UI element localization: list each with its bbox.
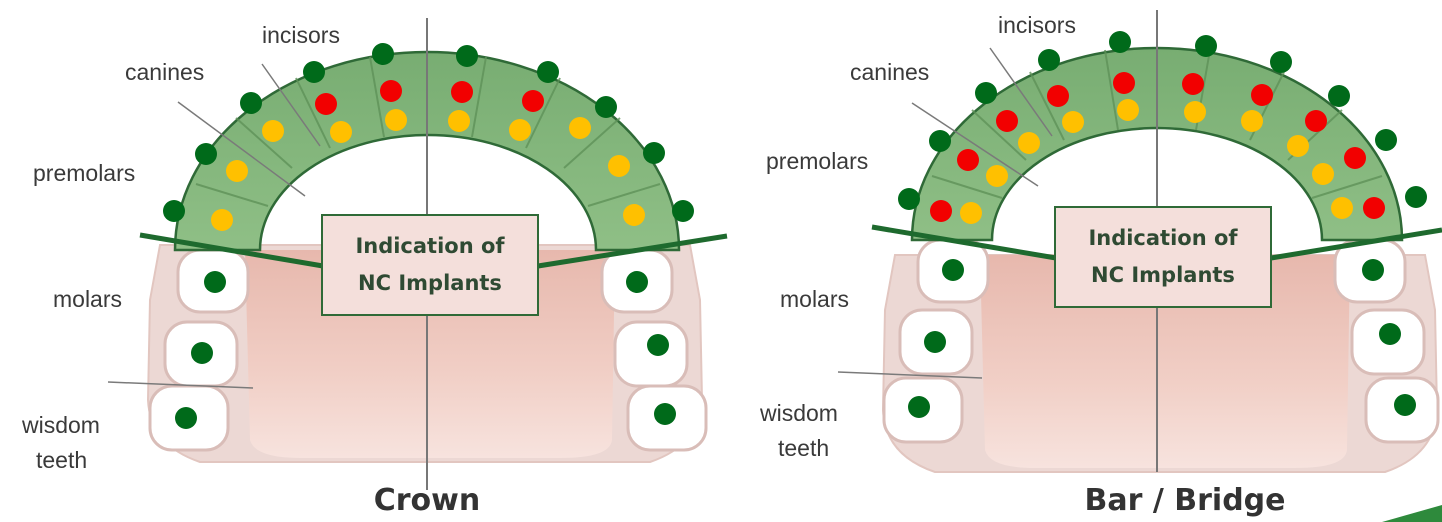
red-dot [315,93,337,115]
natural-tooth-dot [924,331,946,353]
natural-tooth-dot [163,200,185,222]
natural-tooth-dot [898,188,920,210]
nc-implants-box-line1: Indication of [355,234,505,258]
natural-tooth-dot [204,271,226,293]
natural-tooth-dot [626,271,648,293]
red-dot [930,200,952,222]
yellow-dot [262,120,284,142]
red-dot [1113,72,1135,94]
natural-tooth-dot [908,396,930,418]
yellow-dot [960,202,982,224]
yellow-dot [1062,111,1084,133]
yellow-dot [1331,197,1353,219]
yellow-dot [1312,163,1334,185]
natural-tooth-dot [1270,51,1292,73]
natural-tooth-dot [1362,259,1384,281]
yellow-dot [1184,101,1206,123]
yellow-dot [1018,132,1040,154]
red-dot [1182,73,1204,95]
natural-tooth-dot [1109,31,1131,53]
red-dot [1363,197,1385,219]
red-dot [1047,85,1069,107]
label-wisdom-teeth-line2: teeth [778,435,829,461]
nc-implants-box-line2: NC Implants [1091,263,1235,287]
label-wisdom-teeth-line2: teeth [36,447,87,473]
corner-arrow-icon [1382,505,1442,522]
natural-tooth-dot [1394,394,1416,416]
label-premolars: premolars [766,148,868,174]
caption-bar-bridge: Bar / Bridge [1085,483,1286,518]
natural-tooth-dot [195,143,217,165]
yellow-dot [1117,99,1139,121]
label-wisdom-teeth-line1: wisdom [759,400,838,426]
natural-tooth-dot [1379,323,1401,345]
yellow-dot [1287,135,1309,157]
crown-diagram: Indication of NC Implants incisors canin… [21,18,727,518]
label-incisors: incisors [262,22,340,48]
label-canines: canines [125,59,204,85]
yellow-dot [986,165,1008,187]
natural-tooth-dot [975,82,997,104]
natural-tooth-dot [1328,85,1350,107]
nc-implants-box [322,215,538,315]
natural-tooth-dot [175,407,197,429]
nc-implants-box-line1: Indication of [1088,226,1238,250]
natural-tooth-dot [1195,35,1217,57]
natural-tooth-dot [647,334,669,356]
yellow-dot [330,121,352,143]
red-dot [996,110,1018,132]
label-molars: molars [53,286,122,312]
nc-implants-box-line2: NC Implants [358,271,502,295]
natural-tooth-dot [942,259,964,281]
natural-tooth-dot [1038,49,1060,71]
label-canines: canines [850,59,929,85]
label-wisdom-teeth-line1: wisdom [21,412,100,438]
yellow-dot [211,209,233,231]
yellow-dot [569,117,591,139]
yellow-dot [608,155,630,177]
label-premolars: premolars [33,160,135,186]
red-dot [1251,84,1273,106]
natural-tooth-dot [654,403,676,425]
label-incisors: incisors [998,12,1076,38]
natural-tooth-dot [595,96,617,118]
yellow-dot [509,119,531,141]
natural-tooth-dot [240,92,262,114]
natural-tooth-dot [303,61,325,83]
caption-crown: Crown [374,483,481,518]
red-dot [1305,110,1327,132]
natural-tooth-dot [672,200,694,222]
natural-tooth-dot [929,130,951,152]
natural-tooth-dot [1375,129,1397,151]
yellow-dot [1241,110,1263,132]
natural-tooth-dot [372,43,394,65]
yellow-dot [623,204,645,226]
natural-tooth-dot [1405,186,1427,208]
yellow-dot [385,109,407,131]
red-dot [451,81,473,103]
yellow-dot [448,110,470,132]
red-dot [380,80,402,102]
natural-tooth-dot [643,142,665,164]
red-dot [1344,147,1366,169]
natural-tooth-dot [456,45,478,67]
natural-tooth-dot [191,342,213,364]
yellow-dot [226,160,248,182]
natural-tooth-dot [537,61,559,83]
bar-bridge-diagram: Indication of NC Implants incisors canin… [759,10,1442,522]
label-molars: molars [780,286,849,312]
red-dot [522,90,544,112]
nc-implants-box [1055,207,1271,307]
red-dot [957,149,979,171]
